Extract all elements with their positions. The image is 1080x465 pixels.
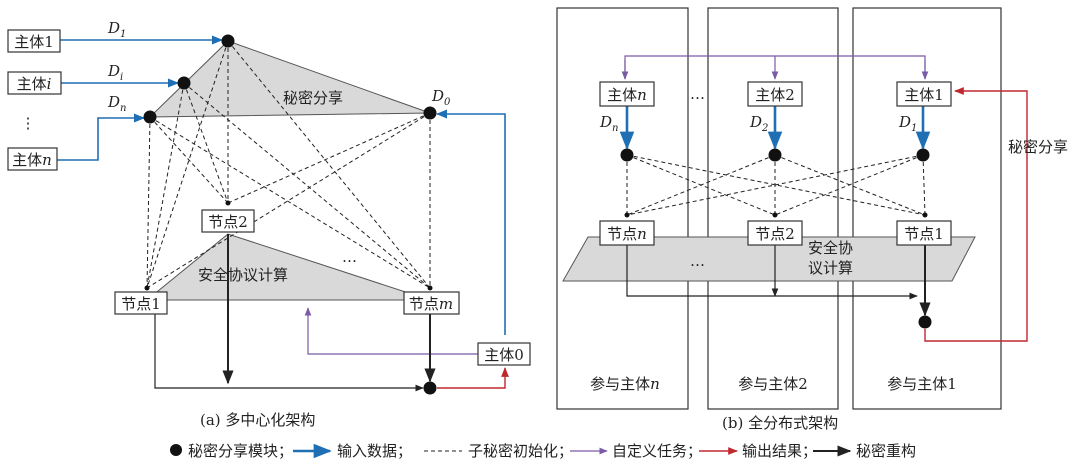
node-dot-b-2 — [772, 212, 778, 218]
legend-custom-label: 自定义任务； — [612, 442, 702, 460]
node-dot-m — [427, 285, 433, 291]
entity-1-label: 主体1 — [14, 33, 54, 51]
dn-label-a: Dn — [107, 93, 126, 114]
participant-column-2 — [707, 7, 839, 410]
entity-b-1-label: 主体1 — [904, 86, 944, 104]
node-dot-b-1 — [922, 212, 928, 218]
diagram-b: 主体n … 主体2 主体1 Dn D2 D1 节点n 节点2 节点1 … 安全协… — [556, 7, 1068, 432]
entity-1-box — [7, 29, 61, 53]
secret-sharing-label-a: 秘密分享 — [283, 89, 343, 107]
participant-1-label: 参与主体1 — [887, 375, 957, 393]
reconstruct-dot-b — [918, 315, 932, 329]
legend-module-dot — [170, 444, 182, 456]
participant-column-n — [556, 7, 689, 410]
entity-b-2-label: 主体2 — [755, 86, 795, 104]
node-1-box — [114, 291, 168, 315]
node-b-2-label: 节点2 — [755, 225, 795, 243]
legend-output-label: 输出结果； — [742, 442, 817, 460]
secure-protocol-label-a: 安全协议计算 — [198, 266, 288, 284]
share-module-dot-1 — [221, 34, 235, 48]
vertical-ellipsis: ⋮ — [21, 114, 36, 132]
legend-init-label: 子秘密初始化； — [468, 442, 573, 460]
diagram-a: 主体1 主体i ⋮ 主体n 主体0 D1 Di Dn D0 秘密分享 节点2 节… — [7, 19, 531, 429]
di-label-a: Di — [107, 62, 123, 83]
entity-i-box — [7, 71, 62, 95]
output-arrow-b — [924, 87, 1028, 342]
node-2-label: 节点2 — [208, 213, 248, 231]
legend-module-label: 秘密分享模块； — [188, 442, 293, 460]
legend: 秘密分享模块； 输入数据； 子秘密初始化； 自定义任务； 输出结果； 秘密重构 — [170, 442, 916, 460]
entity-b-n-label: 主体n — [607, 86, 647, 104]
secure-protocol-label-b-1: 安全协 — [808, 239, 853, 257]
node-m-box — [403, 291, 460, 315]
participant-column-1 — [852, 7, 1002, 410]
dn-label-b: Dn — [599, 113, 618, 134]
reconstruct-dot-a — [423, 381, 437, 395]
entity-0-box — [477, 342, 531, 366]
d1-label-a: D1 — [107, 19, 126, 40]
entity-b-n-box — [599, 81, 655, 107]
entity-i-label: 主体i — [17, 75, 52, 93]
node-dot-1 — [144, 285, 150, 291]
input-arrow-n — [57, 113, 146, 161]
legend-reconstruct-label: 秘密重构 — [856, 442, 916, 460]
secret-sharing-label-b: 秘密分享 — [1008, 138, 1068, 156]
share-module-dot-0 — [423, 106, 437, 120]
entity-n-label: 主体n — [12, 151, 52, 169]
entity-b-2-box — [747, 81, 803, 107]
participant-n-label: 参与主体n — [590, 375, 660, 393]
share-module-dot-b-n — [620, 148, 634, 162]
entity-0-label: 主体0 — [484, 346, 524, 364]
participant-2-label: 参与主体2 — [738, 375, 808, 393]
secure-computation-parallelogram — [562, 236, 976, 282]
node-m-label: 节点m — [409, 295, 453, 313]
entity-b-1-box — [896, 81, 952, 107]
node-b-2-box — [747, 220, 803, 246]
node-b-n-label: 节点n — [607, 225, 647, 243]
d2-label-b: D2 — [749, 113, 768, 134]
node-dot-b-n — [624, 212, 630, 218]
dashed-init-lines-b — [626, 154, 926, 216]
output-arrow-a — [437, 367, 509, 389]
share-module-dot-n — [143, 110, 157, 124]
input-arrow-0 — [435, 109, 506, 335]
node-2-box — [201, 209, 255, 233]
entity-ellipsis-b: … — [690, 85, 705, 103]
node-ellipsis-a: … — [342, 248, 357, 266]
node-ellipsis-b: … — [690, 252, 705, 270]
entity-n-box — [7, 147, 58, 171]
secure-computation-triangle — [145, 233, 431, 301]
reconstruct-arrow-left — [154, 314, 424, 392]
node-b-1-label: 节点1 — [904, 225, 944, 243]
node-b-n-box — [599, 220, 655, 246]
d0-label-a: D0 — [431, 87, 451, 108]
secure-protocol-label-b-2: 议计算 — [808, 259, 853, 277]
reconstruct-line-n — [626, 245, 918, 300]
caption-b: (b) 全分布式架构 — [722, 414, 838, 432]
legend-input-label: 输入数据； — [337, 442, 412, 460]
dashed-init-lines-a — [146, 40, 431, 289]
share-module-dot-b-1 — [916, 148, 930, 162]
custom-task-arrow-a — [304, 307, 478, 355]
node-b-1-box — [896, 220, 952, 246]
share-module-dot-i — [177, 76, 191, 90]
share-module-dot-b-2 — [768, 148, 782, 162]
caption-a: (a) 多中心化架构 — [200, 411, 315, 429]
node-1-label: 节点1 — [121, 295, 161, 313]
d1-label-b: D1 — [898, 113, 917, 134]
node-dot-2 — [225, 200, 231, 206]
